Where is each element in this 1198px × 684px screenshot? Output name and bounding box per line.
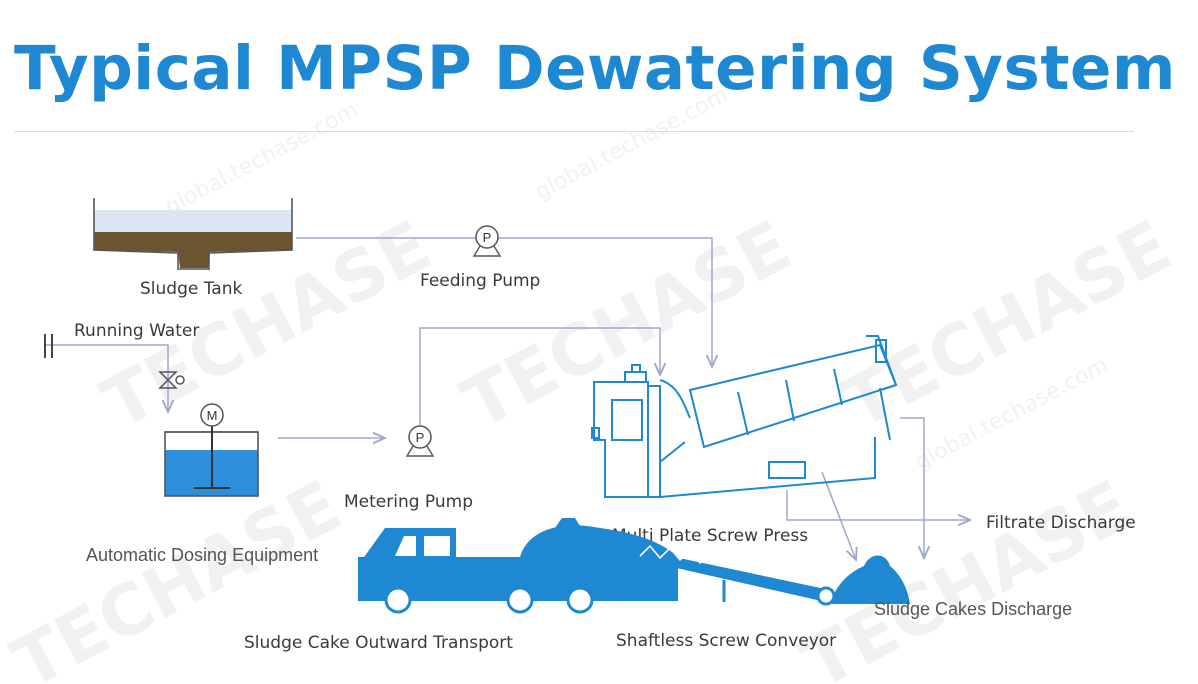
feed-hose — [659, 379, 691, 419]
truck-sludge-peak — [555, 518, 580, 528]
filtrate-tray — [768, 461, 806, 479]
sludge-cake-transport-label: Sludge Cake Outward Transport — [244, 633, 513, 653]
tank-sludge — [94, 232, 292, 268]
watermark-url: global.techase.com — [531, 82, 732, 205]
cake-discharge-line — [900, 417, 924, 558]
motor-icon — [200, 403, 224, 427]
conveyor-belt — [628, 548, 830, 602]
metering-pump-circle — [408, 425, 432, 449]
motor-symbol: M — [207, 408, 218, 423]
truck-window — [395, 536, 416, 556]
drum-rib — [737, 391, 749, 436]
automatic-dosing-label: Automatic Dosing Equipment — [86, 545, 318, 565]
watermark-brand: TECHASE — [789, 465, 1144, 684]
page-title: Typical MPSP Dewatering System — [14, 33, 1176, 104]
feeding-pump: P — [472, 225, 502, 257]
screw-press-label: Multi Plate Screw Press — [612, 526, 808, 546]
drum-rib — [833, 368, 843, 406]
truck-windows — [395, 536, 450, 556]
sludge-tank-label: Sludge Tank — [140, 279, 242, 299]
press-cabinet — [593, 381, 649, 498]
watermark-brand: TECHASE — [449, 205, 804, 445]
truck-wheel — [566, 586, 594, 614]
press-cabinet-window — [611, 399, 643, 441]
press-handle — [591, 427, 600, 439]
flow-lines — [44, 237, 970, 560]
title-divider — [14, 131, 1134, 132]
filtrate-line — [786, 490, 970, 520]
truck-wheel — [384, 586, 412, 614]
sludge-cakes-discharge-label: Sludge Cakes Discharge — [874, 599, 1072, 619]
drum-rib — [785, 379, 795, 422]
screw-press — [591, 335, 898, 498]
screw-conveyor — [628, 544, 836, 606]
pump-symbol: P — [483, 230, 492, 245]
filtrate-discharge-label: Filtrate Discharge — [986, 513, 1136, 533]
running-water-line — [44, 344, 168, 412]
drive-motor — [875, 339, 887, 363]
press-frame — [648, 385, 661, 498]
screw-conveyor-label: Shaftless Screw Conveyor — [616, 631, 836, 651]
feeding-pump-circle — [475, 225, 499, 249]
pump-symbol: P — [416, 430, 425, 445]
sludge-tank — [93, 198, 293, 270]
water-inlet — [44, 334, 53, 358]
truck-sludge-load — [520, 525, 678, 557]
dosing-tank: M — [164, 403, 259, 497]
metering-line — [419, 327, 660, 425]
metering-pump: P — [405, 425, 435, 457]
press-support — [659, 441, 686, 463]
metering-pump-base — [405, 445, 435, 457]
feeding-pump-label: Feeding Pump — [420, 271, 540, 291]
cake-chute — [879, 387, 891, 441]
running-water-label: Running Water — [74, 321, 199, 341]
feed-line — [296, 237, 712, 367]
valve-icon — [158, 371, 185, 389]
press-to-conveyor-line — [821, 471, 856, 560]
conveyor-flights — [639, 544, 813, 583]
metering-pump-label: Metering Pump — [344, 492, 473, 512]
truck-window — [424, 536, 450, 556]
flocculation-cap — [631, 364, 641, 372]
flocculation-top — [624, 371, 647, 382]
feeding-pump-base — [472, 245, 502, 257]
press-base — [659, 437, 876, 498]
sludge-cakes-pile — [830, 555, 910, 604]
watermark-url: global.techase.com — [161, 97, 362, 220]
truck-wheel — [506, 586, 534, 614]
tank-water — [94, 210, 292, 234]
tank-outline — [93, 198, 293, 270]
